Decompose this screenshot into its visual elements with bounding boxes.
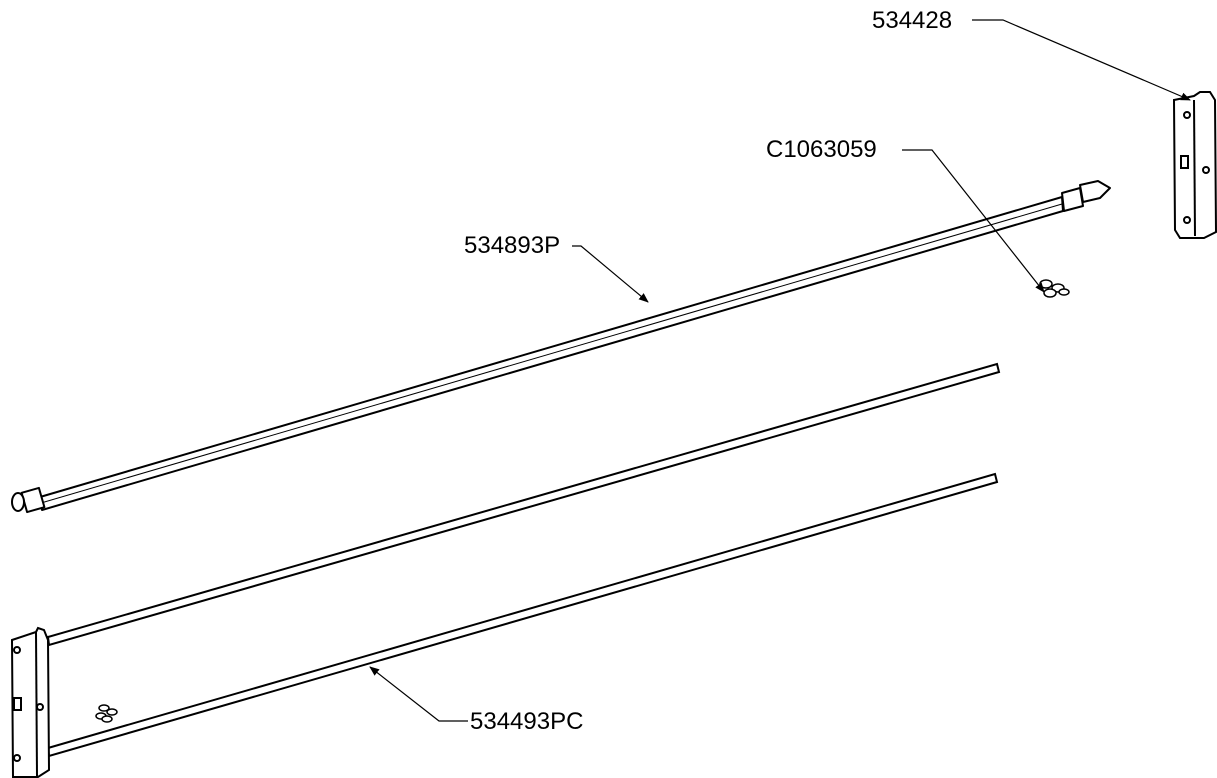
leader-534893P <box>572 245 649 303</box>
callout-534428: 534428 <box>872 7 953 34</box>
callout-534493PC: 534493PC <box>470 708 584 735</box>
right-screws-C1063059 <box>1039 279 1070 298</box>
middle-rod <box>46 362 1001 647</box>
leader-lines <box>369 19 1191 722</box>
callout-534893P: 534893P <box>464 232 561 259</box>
left-end-bracket <box>10 626 51 778</box>
right-bracket-534428 <box>1172 91 1217 239</box>
leader-534428 <box>972 19 1191 101</box>
left-screws <box>95 704 118 723</box>
top-rail-534893P <box>11 180 1111 514</box>
callout-C1063059: C1063059 <box>766 136 877 163</box>
leader-534493PC <box>369 666 468 722</box>
leader-C1063059 <box>902 149 1045 293</box>
